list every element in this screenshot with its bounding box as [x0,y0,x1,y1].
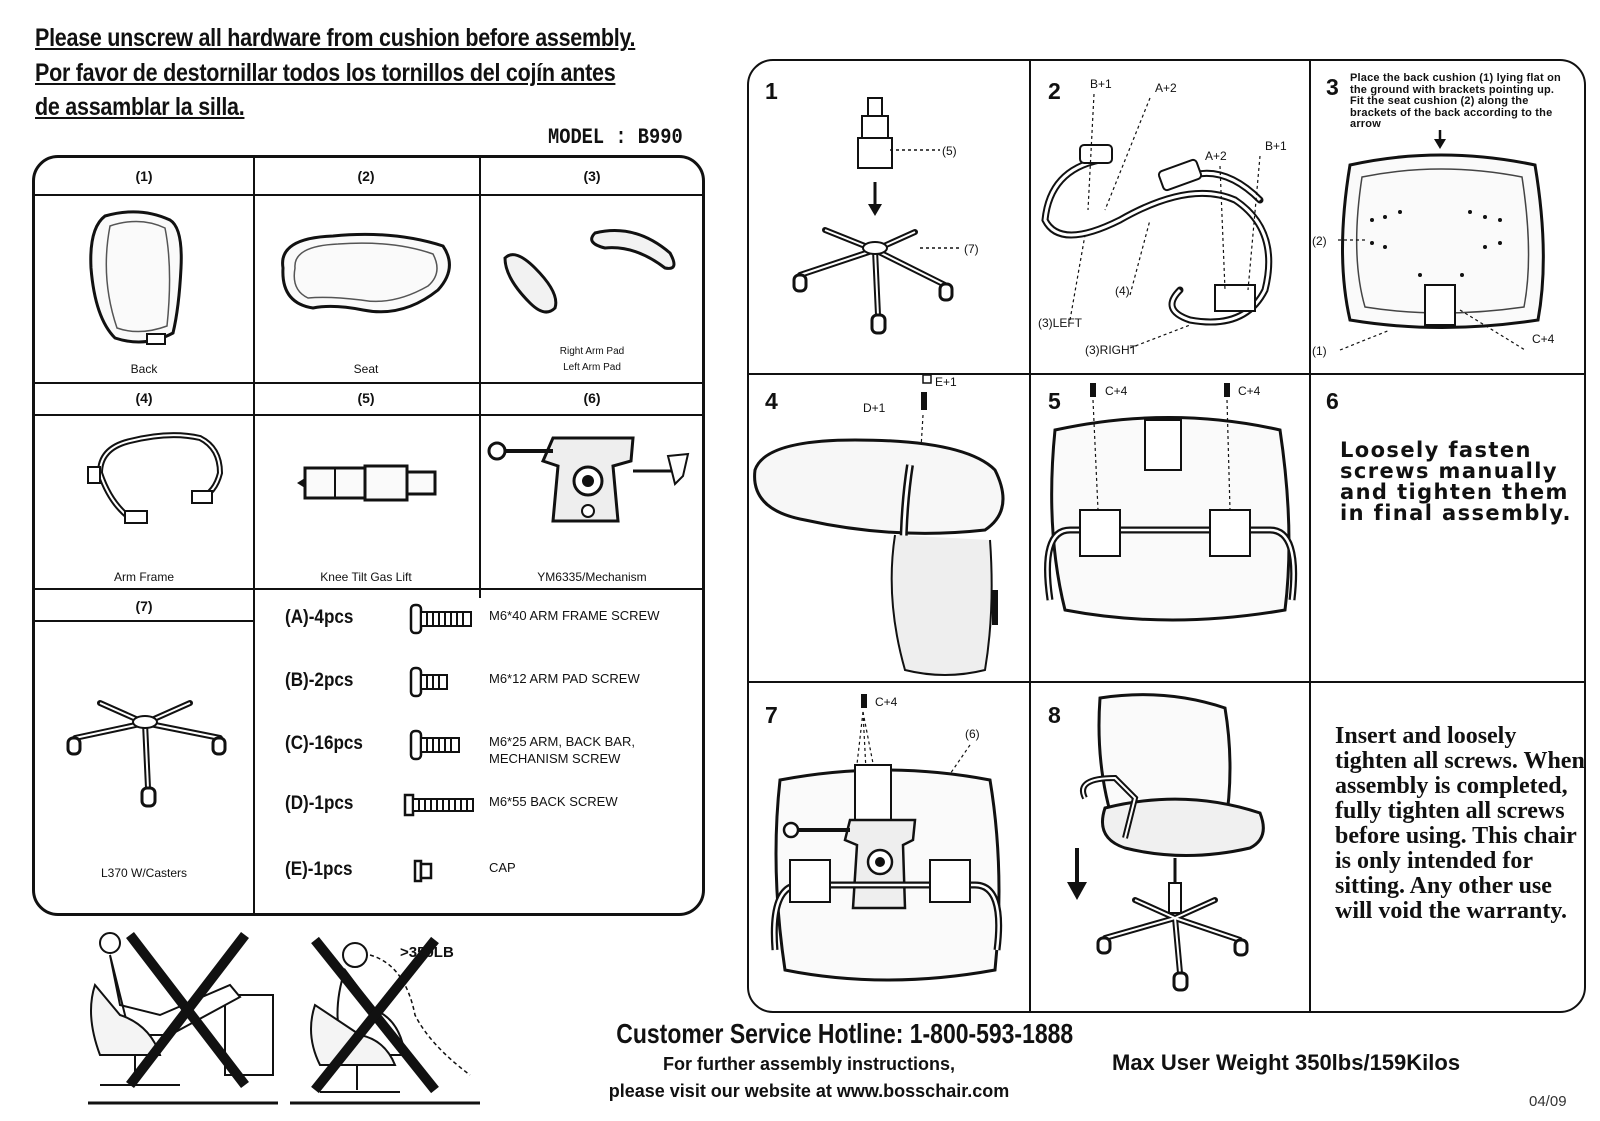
step-1-label-gaslift: (5) [942,144,957,158]
hardware-row-e: (E)-1pcs CAP [253,851,673,891]
part-mechanism-caption: YM6335/Mechanism [537,570,647,584]
step-3-instruction: Place the back cushion (1) lying flat on… [1350,72,1561,130]
step-6-instruction: Loosely fasten screws manually and tight… [1340,438,1572,525]
hardware-row-b: (B)-2pcs M6*12 ARM PAD SCREW [253,662,673,702]
part-6-number: (6) [583,390,601,406]
step-7-number: 7 [765,702,778,728]
step-3-label-c4: C+4 [1532,332,1555,346]
step-3-illustration: (2) (1) C+4 [1312,130,1555,358]
hardware-c-code: (C)-16pcs [285,733,363,754]
part-2-number: (2) [357,168,375,184]
seat-cushion-illustration [281,232,451,314]
part-1-number: (1) [135,168,153,184]
gas-lift-illustration [297,464,437,502]
part-seat-caption: Seat [353,362,379,376]
step-5-number: 5 [1048,388,1061,414]
customer-service-block: Customer Service Hotline: 1-800-593-1888… [574,1018,1074,1102]
max-weight-warning-icon [290,936,480,1105]
website-text: please visit our website at www.bosschai… [608,1081,1010,1101]
back-screw-icon [403,793,474,817]
customer-service-hotline: Customer Service Hotline: 1-800-593-1888 [616,1018,1074,1049]
part-4-number: (4) [135,390,153,406]
header-line-3: de assamblar la silla. [35,93,245,121]
hardware-a-code: (A)-4pcs [285,607,354,628]
revision-date: 04/09 [1529,1093,1567,1110]
parts-list-table: (1) (2) (3) Back Seat Right Arm Pad Left… [32,155,705,916]
header-line-2: Por favor de destornillar todos los torn… [35,59,616,87]
cap-icon [413,859,433,883]
hardware-b-code: (B)-2pcs [285,670,354,691]
hardware-d-description: M6*55 BACK SCREW [489,794,618,809]
hardware-row-d: (D)-1pcs M6*55 BACK SCREW [253,785,673,825]
step-4-label-d1: D+1 [863,401,886,415]
step-6-number: 6 [1326,388,1339,414]
step-5-illustration: C+4 C+4 [1044,383,1298,622]
mechanism-illustration [487,436,690,523]
step-2-illustration: B+1 A+2 A+2 B+1 (4) (3)LEFT (3)RIGHT [1038,77,1287,357]
base-with-casters-illustration [66,700,227,808]
step-5-label-c4-left: C+4 [1105,384,1128,398]
step-4-number: 4 [765,388,778,414]
step-1-number: 1 [765,78,778,104]
long-screw-icon [409,603,472,635]
step-3-number: 3 [1326,74,1339,100]
step-2-label-a2b: A+2 [1205,149,1227,163]
short-screw-icon [409,666,448,698]
weight-limit-callout: >350LB [400,944,454,961]
arm-frame-illustration [87,432,224,524]
step-3-label-seat: (2) [1312,234,1327,248]
part-base-caption: L370 W/Casters [100,866,188,880]
part-arm-frame-caption: Arm Frame [114,570,174,584]
part-3-number: (3) [583,168,601,184]
step-3-label-back: (1) [1312,344,1327,358]
part-7-number: (7) [135,598,153,614]
arm-pads-illustration [503,229,676,314]
part-gas-lift-caption: Knee Tilt Gas Lift [320,570,412,584]
step-8-illustration [1067,693,1265,992]
no-feet-on-desk-warning-icon [88,931,278,1105]
step-7-label-c4: C+4 [875,695,898,709]
step-2-label-armframe: (4) [1115,284,1130,298]
max-user-weight: Max User Weight 350lbs/159Kilos [1112,1050,1461,1075]
hardware-e-code: (E)-1pcs [285,859,353,880]
step-2-label-a2: A+2 [1155,81,1177,95]
header-line-1: Please unscrew all hardware from cushion… [35,24,636,52]
part-left-arm-pad-caption: Left Arm Pad [563,362,621,373]
part-back-caption: Back [130,362,158,376]
model-number: MODEL : B990 [548,125,683,150]
hardware-c-description: M6*25 ARM, BACK BAR,MECHANISM SCREW [489,734,635,766]
step-2-number: 2 [1048,78,1061,104]
hardware-row-c: (C)-16pcs M6*25 ARM, BACK BAR,MECHANISM … [253,725,673,775]
part-5-number: (5) [357,390,375,406]
step-5-label-c4-right: C+4 [1238,384,1261,398]
back-cushion-illustration [89,210,183,345]
step-4-illustration: D+1 E+1 [753,374,1005,676]
step-1-illustration: (5) (7) [792,97,979,335]
step-7-label-mechanism: (6) [965,727,980,741]
final-assembly-note: Insert and loosely tighten all screws. W… [1335,723,1585,924]
further-instructions-text: For further assembly instructions, [662,1054,956,1074]
hardware-b-description: M6*12 ARM PAD SCREW [489,671,640,686]
hardware-a-description: M6*40 ARM FRAME SCREW [489,608,660,623]
medium-screw-icon [409,729,460,761]
hardware-row-a: (A)-4pcs M6*40 ARM FRAME SCREW [253,599,673,639]
part-right-arm-pad-caption: Right Arm Pad [559,346,625,357]
assembly-steps-grid [747,59,1586,1013]
step-7-illustration: C+4 (6) [770,694,1003,982]
hardware-e-description: CAP [489,860,516,875]
step-1-label-base: (7) [964,242,979,256]
step-2-label-b1b: B+1 [1265,139,1287,153]
step-2-label-b1: B+1 [1090,77,1112,91]
step-4-label-e1: E+1 [935,375,957,389]
step-8-number: 8 [1048,702,1061,728]
hardware-d-code: (D)-1pcs [285,793,354,814]
step-2-label-left: (3)LEFT [1038,316,1083,330]
step-2-label-right: (3)RIGHT [1085,343,1138,357]
